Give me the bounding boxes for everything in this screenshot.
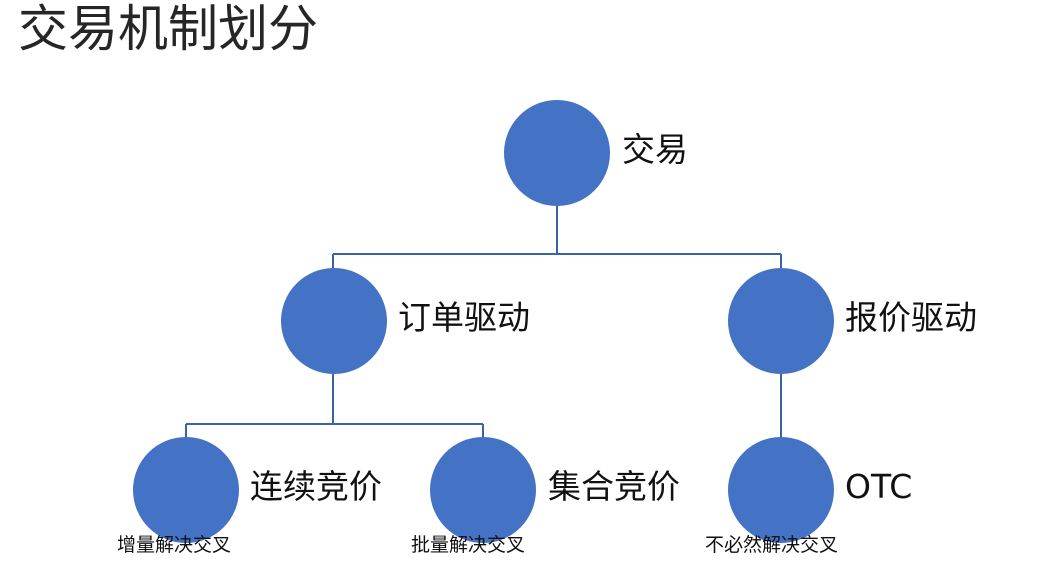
node-quote-driven [728, 268, 834, 374]
node-otc-note: 不必然解决交叉 [705, 534, 839, 556]
node-continuous-auction-label: 连续竞价 [250, 467, 382, 506]
node-quote-driven-label: 报价驱动 [845, 298, 977, 337]
node-call-auction-label: 集合竞价 [548, 467, 680, 506]
node-order-driven-label: 订单驱动 [398, 298, 530, 337]
node-trading [504, 100, 610, 206]
node-otc-label: OTC [845, 467, 913, 506]
node-call-auction [430, 437, 536, 543]
node-call-auction-note: 批量解决交叉 [411, 534, 526, 556]
node-continuous-auction-note: 增量解决交叉 [117, 534, 232, 556]
node-trading-label: 交易 [622, 130, 688, 169]
node-continuous-auction [133, 437, 239, 543]
page-title: 交易机制划分 [18, 0, 318, 58]
node-order-driven [281, 268, 387, 374]
node-otc [728, 437, 834, 543]
